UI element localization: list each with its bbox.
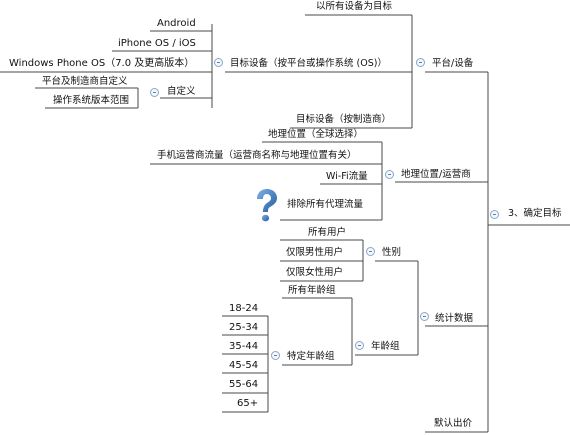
age-18-24-topic[interactable]: 18-24	[229, 303, 259, 314]
age-35-44-topic[interactable]: 35-44	[229, 341, 259, 352]
target-os-collapse-toggle[interactable]	[214, 58, 223, 67]
wifi-traffic-topic[interactable]: Wi-Fi流量	[326, 171, 368, 182]
age-25-34-topic[interactable]: 25-34	[229, 322, 259, 333]
gender-collapse-toggle[interactable]	[366, 247, 375, 256]
all-devices-topic[interactable]: 以所有设备为目标	[316, 1, 393, 12]
female-users-topic[interactable]: 仅限女性用户	[286, 267, 344, 278]
geo-location-topic[interactable]: 地理位置（全球选择）	[268, 129, 364, 140]
root-collapse-toggle[interactable]	[490, 210, 499, 219]
os-version-range-topic[interactable]: 操作系统版本范围	[53, 95, 130, 106]
custom-collapse-toggle[interactable]	[150, 88, 159, 97]
android-topic[interactable]: Android	[157, 18, 196, 29]
default-bid-topic[interactable]: 默认出价	[434, 418, 473, 429]
specific-age-topic[interactable]: 特定年龄组	[287, 351, 335, 362]
windows-phone-topic[interactable]: Windows Phone OS（7.0 及更高版本）	[9, 58, 195, 69]
age-55-64-topic[interactable]: 55-64	[229, 379, 259, 390]
custom-topic[interactable]: 自定义	[167, 86, 196, 97]
exclude-proxy-topic[interactable]: 排除所有代理流量	[287, 199, 364, 210]
maker-custom-topic[interactable]: 平台及制造商自定义	[42, 76, 128, 87]
root-topic[interactable]: 3、确定目标	[508, 208, 562, 219]
platform-collapse-toggle[interactable]	[416, 58, 425, 67]
age-45-54-topic[interactable]: 45-54	[229, 360, 259, 371]
specific-age-collapse-toggle[interactable]	[271, 351, 280, 360]
stats-topic[interactable]: 统计数据	[435, 313, 474, 324]
geo-collapse-toggle[interactable]	[385, 170, 394, 179]
target-os-topic[interactable]: 目标设备（按平台或操作系统 (OS)）	[230, 58, 387, 69]
by-maker-topic[interactable]: 目标设备（按制造商）	[296, 114, 392, 125]
age-collapse-toggle[interactable]	[355, 341, 364, 350]
male-users-topic[interactable]: 仅限男性用户	[286, 247, 344, 258]
geo-topic[interactable]: 地理位置/运营商	[401, 169, 471, 180]
all-users-topic[interactable]: 所有用户	[308, 227, 347, 238]
age-topic[interactable]: 年龄组	[371, 341, 400, 352]
all-ages-topic[interactable]: 所有年龄组	[288, 285, 336, 296]
age-65-plus-topic[interactable]: 65+	[237, 398, 259, 409]
carrier-traffic-topic[interactable]: 手机运营商流量（运营商名称与地理位置有关）	[157, 150, 357, 161]
platform-topic[interactable]: 平台/设备	[432, 58, 474, 69]
stats-collapse-toggle[interactable]	[420, 312, 429, 321]
gender-topic[interactable]: 性别	[382, 247, 402, 258]
ios-topic[interactable]: iPhone OS / iOS	[118, 38, 196, 49]
question-icon	[257, 189, 277, 222]
